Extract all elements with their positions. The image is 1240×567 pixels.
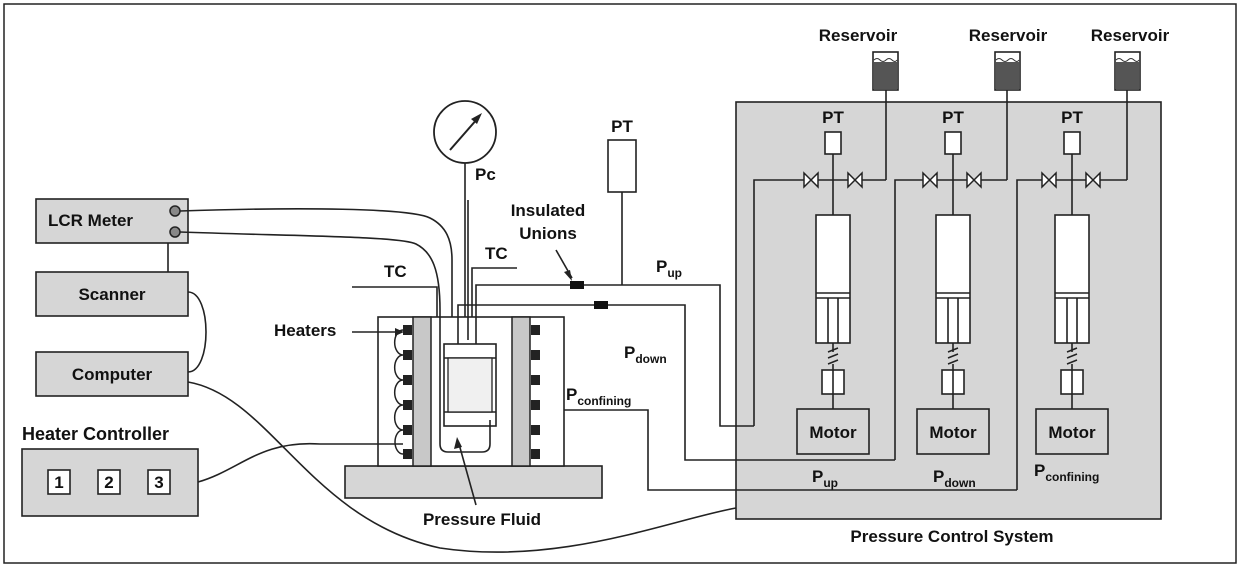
p-confining-line (530, 409, 1017, 491)
motor-label: Motor (929, 423, 977, 442)
p-down-label-bottom: Pdown (933, 467, 976, 490)
pressure-control-system-label: Pressure Control System (850, 527, 1053, 546)
p-up-label-top: Pup (656, 257, 682, 280)
pt-label: PT (1061, 108, 1083, 127)
motor-label: Motor (1048, 423, 1096, 442)
figure-border (3, 3, 1237, 564)
pt-label-main: PT (611, 117, 633, 136)
controller-button-1 (47, 469, 71, 495)
reservoir-1: Reservoir (819, 26, 899, 91)
svg-text:2: 2 (104, 473, 113, 492)
motor-1 (796, 408, 870, 455)
pressure-fluid-label: Pressure Fluid (423, 510, 541, 529)
p-confining-label-bottom: Pconfining (1034, 461, 1099, 484)
insulated-union-2 (594, 301, 608, 309)
controller-button-3 (147, 469, 171, 495)
reservoir-label: Reservoir (1091, 26, 1170, 45)
reservoir-label: Reservoir (969, 26, 1048, 45)
pc-label: Pc (475, 165, 496, 184)
heaters-label: Heaters (274, 321, 336, 340)
svg-text:3: 3 (154, 473, 163, 492)
reservoir-3: Reservoir (1091, 26, 1170, 91)
pump-unit-2: PT Motor (894, 90, 1008, 460)
insulated-unions-label-2: Unions (519, 224, 577, 243)
lcr-meter (35, 198, 189, 244)
reservoir-2: Reservoir (969, 26, 1048, 91)
lcr-meter-label: LCR Meter (48, 211, 133, 230)
p-confining-label-mid: Pconfining (566, 385, 631, 408)
pt-label: PT (942, 108, 964, 127)
motor-3 (1035, 408, 1109, 455)
heaters-right (531, 325, 540, 459)
p-down-line (457, 304, 895, 461)
scanner-label: Scanner (78, 285, 145, 304)
reservoir-label: Reservoir (819, 26, 898, 45)
pressure-gauge (433, 100, 497, 317)
p-up-line (475, 284, 754, 427)
p-up-label-bottom: Pup (812, 467, 838, 490)
computer-label: Computer (72, 365, 153, 384)
insulated-unions-label: Insulated (511, 201, 586, 220)
tc-label-left: TC (384, 262, 407, 281)
computer (35, 351, 189, 397)
pressure-transducer (607, 139, 637, 193)
motor-2 (916, 408, 990, 455)
insulated-union-1 (570, 281, 584, 289)
heater-controller-label: Heater Controller (22, 424, 169, 444)
tc-label-right: TC (485, 244, 508, 263)
heaters-left (393, 325, 412, 459)
p-down-label-mid: Pdown (624, 343, 667, 366)
base-plate (344, 465, 603, 499)
svg-text:1: 1 (54, 473, 63, 492)
pump-unit-1: PT Motor (753, 90, 887, 455)
scanner (35, 271, 189, 317)
pt-label: PT (822, 108, 844, 127)
pump-unit-3: PT Motor (1016, 90, 1128, 490)
controller-button-2 (97, 469, 121, 495)
motor-label: Motor (809, 423, 857, 442)
